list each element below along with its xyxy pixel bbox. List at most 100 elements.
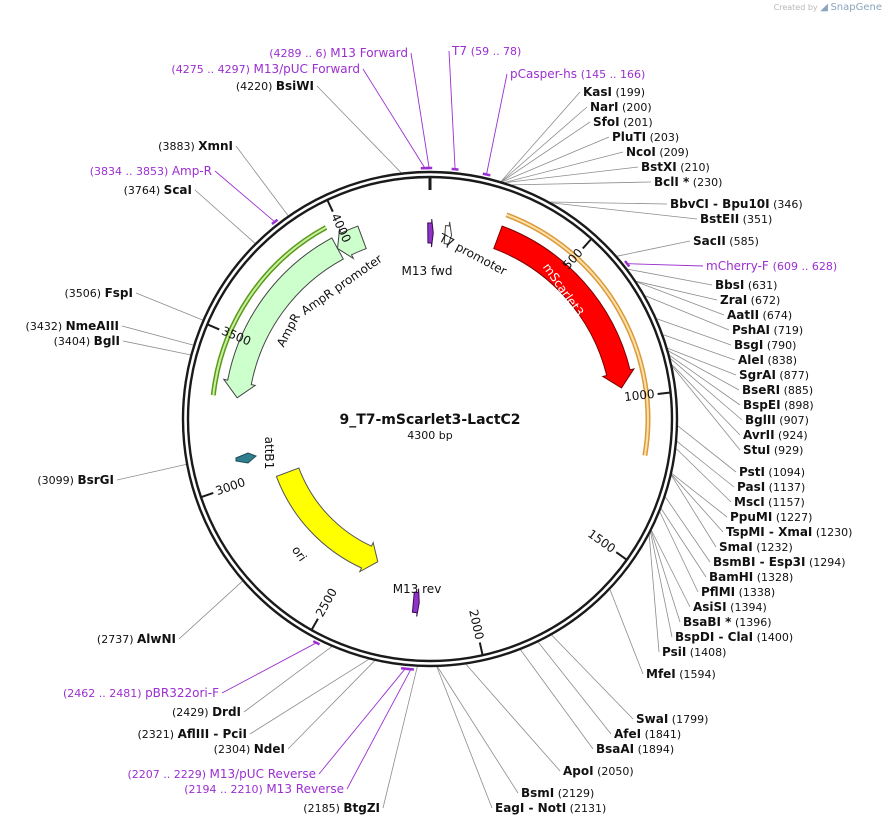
site-position: (3883)	[158, 140, 198, 153]
primer-label[interactable]: (4289 .. 6) M13 Forward	[269, 46, 408, 60]
t7-promoter-feature[interactable]	[443, 221, 453, 249]
primer-label[interactable]: (4275 .. 4297) M13/pUC Forward	[171, 62, 360, 76]
site-position: (4220)	[236, 80, 276, 93]
site-label[interactable]: ZraI (672)	[720, 293, 780, 307]
site-label[interactable]: AleI (838)	[738, 353, 797, 367]
site-label[interactable]: SacII (585)	[693, 234, 759, 248]
site-label[interactable]: (3764) ScaI	[124, 183, 192, 197]
site-label[interactable]: PsiI (1408)	[662, 645, 726, 659]
site-label[interactable]: (2185) BtgZI	[303, 801, 380, 815]
site-label[interactable]: NcoI (209)	[626, 145, 689, 159]
site-label[interactable]: (2321) AflIII - PciI	[138, 727, 247, 741]
site-label[interactable]: NarI (200)	[590, 100, 652, 114]
site-label[interactable]: BstXI (210)	[641, 160, 710, 174]
site-label[interactable]: (3883) XmnI	[158, 139, 233, 153]
site-position: (209)	[656, 146, 689, 159]
site-label[interactable]: BseRI (885)	[742, 383, 813, 397]
m13-rev-feature[interactable]	[411, 588, 420, 617]
site-label[interactable]: BamHI (1328)	[709, 570, 793, 584]
site-line	[656, 318, 732, 346]
site-label[interactable]: BsmBI - Esp3I (1294)	[713, 555, 846, 569]
primer-line	[486, 73, 508, 175]
site-line	[504, 166, 639, 183]
primer-label[interactable]: (3834 .. 3853) Amp-R	[90, 164, 212, 178]
site-label[interactable]: TspMI - XmaI (1230)	[726, 525, 852, 539]
site-position: (200)	[619, 101, 652, 114]
primer-label[interactable]: (2462 .. 2481) pBR322ori-F	[63, 686, 219, 700]
site-position: (907)	[776, 414, 809, 427]
site-label[interactable]: BsgI (790)	[734, 338, 796, 352]
site-position: (230)	[689, 176, 722, 189]
site-label[interactable]: PstI (1094)	[739, 465, 805, 479]
site-name: ApoI	[563, 764, 594, 778]
site-line	[617, 240, 691, 257]
primer-label[interactable]: T7 (59 .. 78)	[451, 44, 521, 58]
site-label[interactable]: SmaI (1232)	[719, 540, 793, 554]
site-label[interactable]: KasI (199)	[583, 85, 645, 99]
site-label[interactable]: BspDI - ClaI (1400)	[675, 630, 793, 644]
site-label[interactable]: EagI - NotI (2131)	[495, 801, 606, 815]
primer-name: pCasper-hs	[510, 67, 581, 81]
site-line	[122, 340, 191, 356]
site-label[interactable]: BglII (907)	[745, 413, 809, 427]
site-label[interactable]: BbvCI - Bpu10I (346)	[670, 197, 803, 211]
site-label[interactable]: (2304) NdeI	[214, 742, 285, 756]
site-label[interactable]: PflMI (1338)	[701, 585, 775, 599]
site-label[interactable]: SwaI (1799)	[636, 712, 708, 726]
site-name: TspMI - XmaI	[726, 525, 812, 539]
site-label[interactable]: MscI (1157)	[734, 495, 805, 509]
mscarlet3-feature[interactable]	[493, 225, 636, 389]
site-label[interactable]: (2737) AlwNI	[97, 632, 176, 646]
site-label[interactable]: AvrII (924)	[743, 428, 808, 442]
site-label[interactable]: ApoI (2050)	[563, 764, 634, 778]
primer-label[interactable]: mCherry-F (609 .. 628)	[706, 259, 837, 273]
attb1-feature[interactable]	[235, 452, 257, 464]
site-label[interactable]: PshAI (719)	[732, 323, 803, 337]
site-position: (585)	[726, 235, 759, 248]
site-label[interactable]: SgrAI (877)	[739, 368, 809, 382]
primer-label[interactable]: (2194 .. 2210) M13 Reverse	[184, 782, 344, 796]
m13-fwd-feature[interactable]	[427, 218, 434, 248]
site-label[interactable]: AatII (674)	[727, 308, 792, 322]
site-label[interactable]: BsaBI * (1396)	[683, 615, 772, 629]
site-name: BsrGI	[77, 473, 114, 487]
site-label[interactable]: (2429) DrdI	[172, 705, 241, 719]
site-position: (1230)	[812, 526, 852, 539]
site-label[interactable]: SfoI (201)	[593, 115, 653, 129]
site-label[interactable]: (4220) BsiWI	[236, 79, 314, 93]
site-line	[648, 534, 660, 653]
site-line	[501, 106, 588, 182]
site-label[interactable]: BbsI (631)	[715, 278, 777, 292]
ampr-feature[interactable]	[222, 237, 344, 399]
site-label[interactable]: AfeI (1841)	[614, 727, 681, 741]
site-label[interactable]: PluTI (203)	[612, 130, 679, 144]
site-label[interactable]: AsiSI (1394)	[693, 600, 767, 614]
site-label[interactable]: (3506) FspI	[65, 286, 133, 300]
site-name: AlwNI	[137, 632, 176, 646]
site-line	[650, 530, 681, 623]
app-credit: Created by ◢ SnapGene	[774, 2, 882, 13]
primer-label[interactable]: pCasper-hs (145 .. 166)	[510, 67, 645, 81]
site-line	[650, 532, 673, 638]
site-position: (1338)	[735, 586, 775, 599]
site-label[interactable]: (3099) BsrGI	[37, 473, 114, 487]
ori-feature[interactable]	[275, 467, 379, 573]
site-label[interactable]: BstEII (351)	[700, 212, 772, 226]
site-label[interactable]: (3432) NmeAIII	[26, 319, 119, 333]
ampr-promoter-feature[interactable]	[337, 225, 367, 260]
site-label[interactable]: MfeI (1594)	[646, 667, 716, 681]
site-name: PasI	[737, 480, 765, 494]
site-name: BspEI	[743, 398, 781, 412]
site-name: PpuMI	[730, 510, 772, 524]
site-label[interactable]: PpuMI (1227)	[730, 510, 812, 524]
site-label[interactable]: BsmI (2129)	[521, 786, 594, 800]
site-label[interactable]: BsaAI (1894)	[596, 742, 674, 756]
site-label[interactable]: PasI (1137)	[737, 480, 805, 494]
site-label[interactable]: BclI * (230)	[654, 175, 722, 189]
site-label[interactable]: StuI (929)	[743, 443, 803, 457]
site-label[interactable]: (3404) BglI	[54, 334, 120, 348]
site-name: PflMI	[701, 585, 735, 599]
site-label[interactable]: BspEI (898)	[743, 398, 814, 412]
primer-label[interactable]: (2207 .. 2229) M13/pUC Reverse	[127, 767, 316, 781]
site-name: SfoI	[593, 115, 620, 129]
